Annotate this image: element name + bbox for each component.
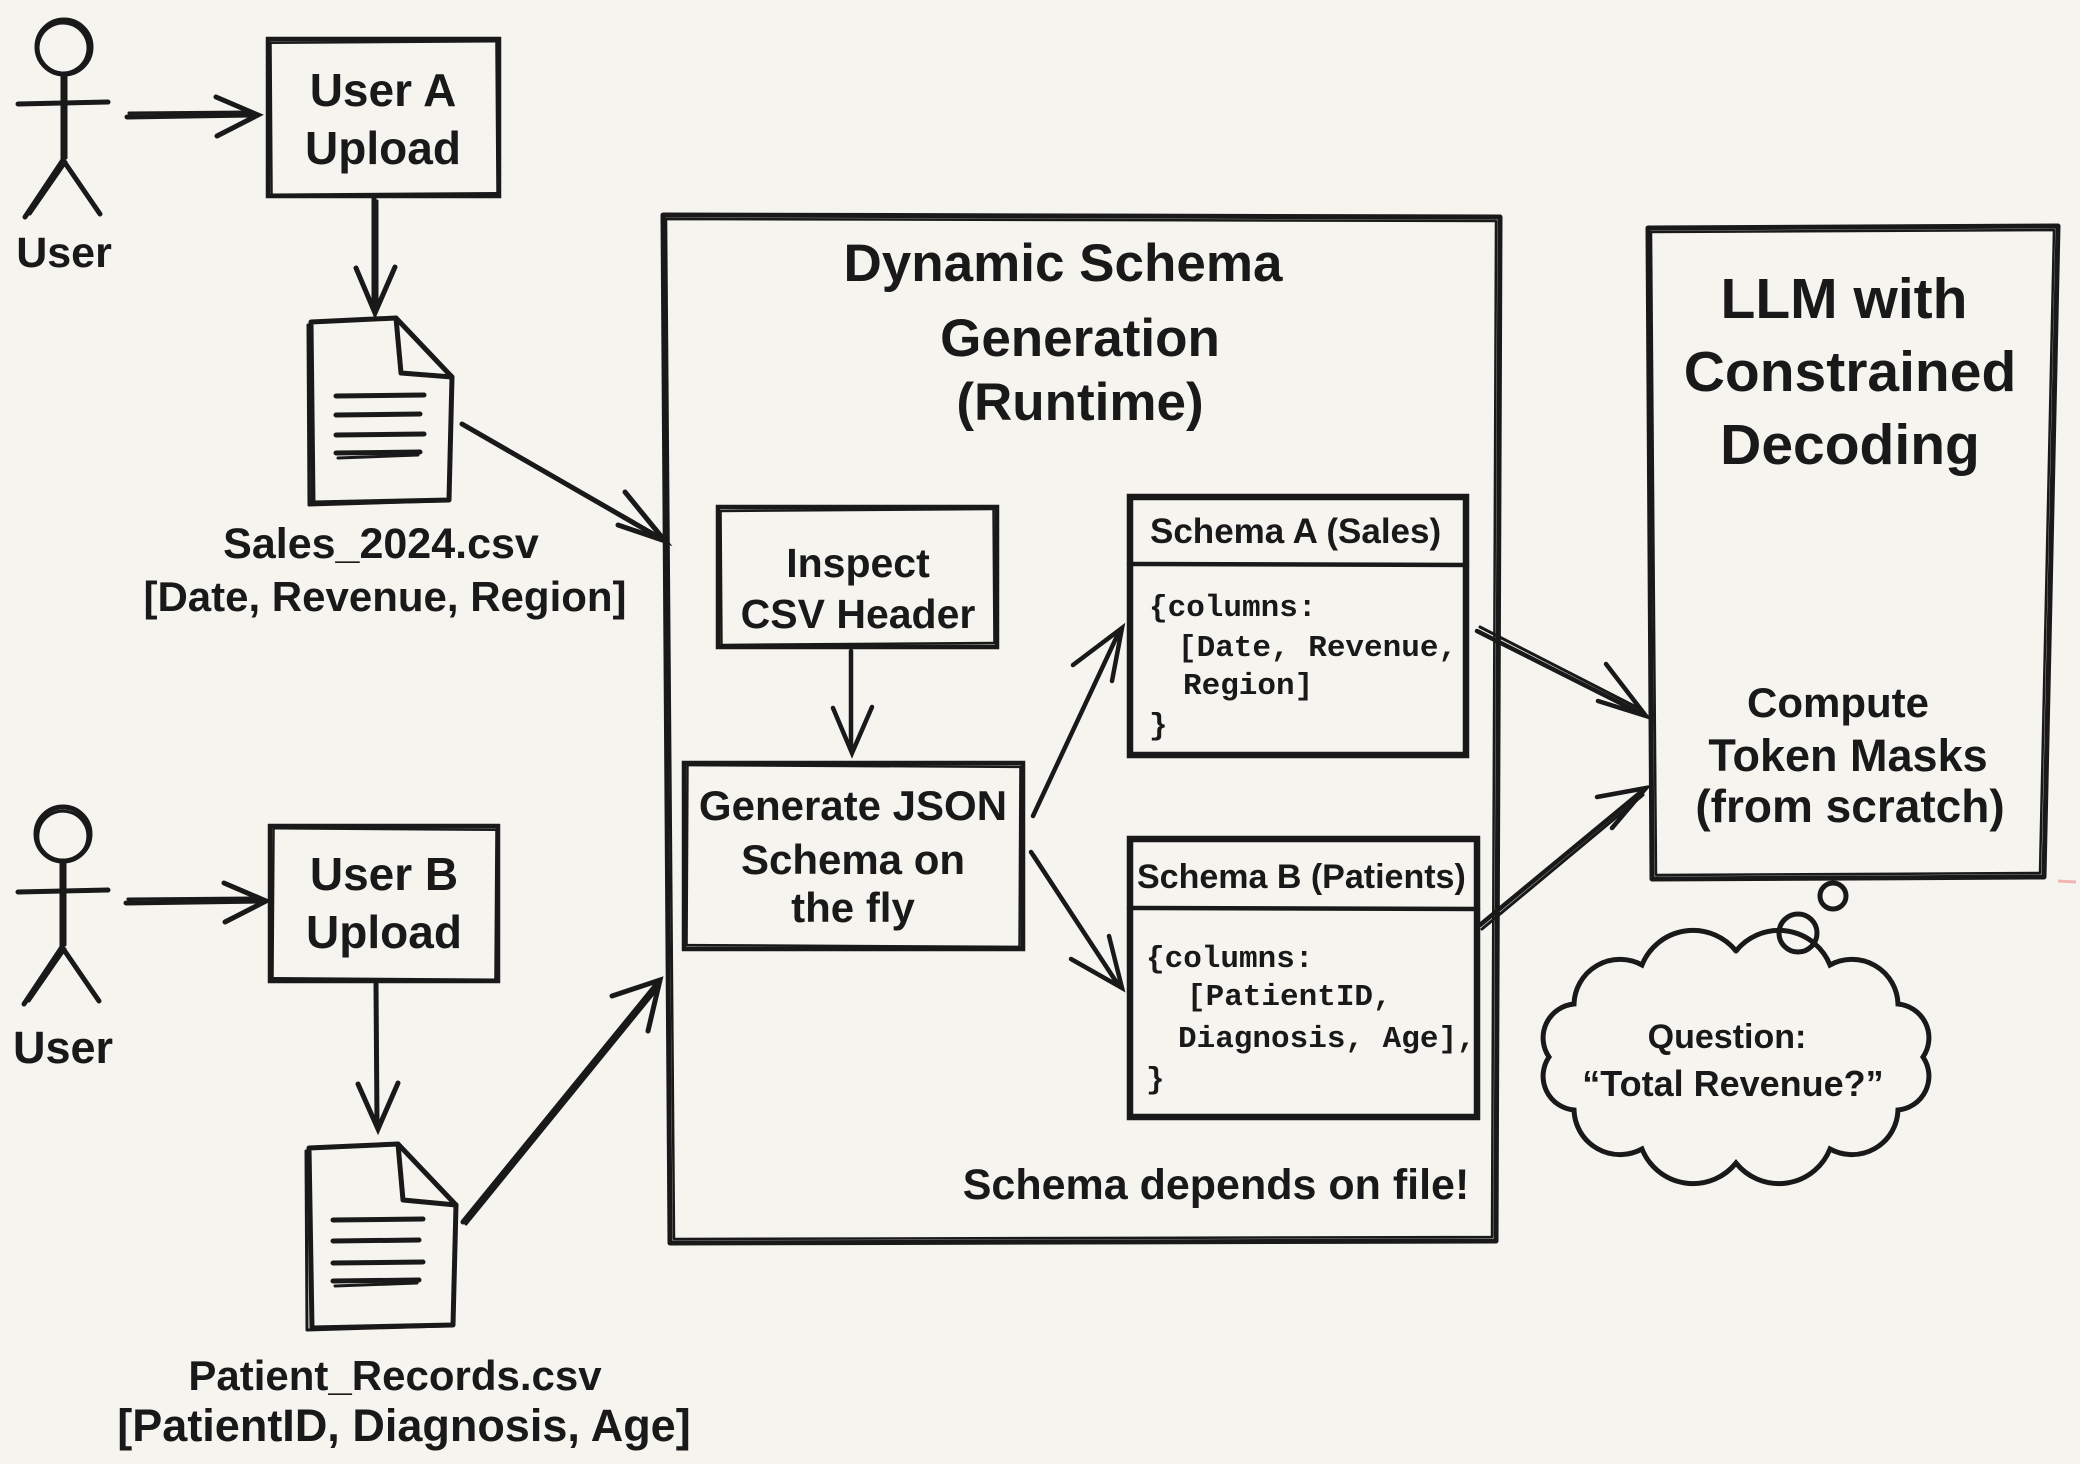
svg-text:(from scratch): (from scratch) bbox=[1695, 780, 2004, 832]
svg-text:(Runtime): (Runtime) bbox=[956, 373, 1203, 432]
svg-text:Region]: Region] bbox=[1183, 669, 1313, 704]
svg-text:“Total Revenue?”: “Total Revenue?” bbox=[1582, 1063, 1883, 1104]
svg-text:[PatientID, Diagnosis, Age]: [PatientID, Diagnosis, Age] bbox=[117, 1400, 690, 1451]
svg-text:[Date, Revenue,: [Date, Revenue, bbox=[1178, 631, 1457, 666]
svg-text:Patient_Records.csv: Patient_Records.csv bbox=[188, 1352, 602, 1399]
svg-text:Constrained: Constrained bbox=[1684, 340, 2017, 404]
svg-text:{columns:: {columns: bbox=[1149, 591, 1316, 626]
svg-text:Generation: Generation bbox=[940, 309, 1220, 368]
svg-text:}: } bbox=[1146, 1063, 1165, 1098]
svg-text:Schema A (Sales): Schema A (Sales) bbox=[1150, 512, 1441, 551]
svg-text:{columns:: {columns: bbox=[1146, 942, 1313, 977]
svg-text:Diagnosis, Age],: Diagnosis, Age], bbox=[1178, 1022, 1476, 1057]
svg-text:}: } bbox=[1149, 709, 1168, 744]
svg-text:LLM with: LLM with bbox=[1721, 267, 1968, 331]
svg-text:Compute: Compute bbox=[1747, 679, 1929, 726]
svg-text:User B: User B bbox=[310, 848, 458, 900]
svg-text:CSV Header: CSV Header bbox=[741, 591, 976, 637]
svg-text:the fly: the fly bbox=[791, 884, 915, 931]
svg-text:Token Masks: Token Masks bbox=[1708, 730, 1987, 781]
svg-text:Schema B (Patients): Schema B (Patients) bbox=[1137, 858, 1466, 896]
svg-text:Dynamic Schema: Dynamic Schema bbox=[844, 234, 1283, 293]
svg-text:Generate JSON: Generate JSON bbox=[699, 782, 1007, 829]
svg-text:[Date, Revenue, Region]: [Date, Revenue, Region] bbox=[143, 573, 626, 620]
svg-text:Schema on: Schema on bbox=[741, 836, 965, 883]
svg-text:User: User bbox=[16, 229, 112, 277]
svg-text:[PatientID,: [PatientID, bbox=[1187, 980, 1392, 1015]
svg-text:Sales_2024.csv: Sales_2024.csv bbox=[223, 520, 539, 568]
svg-text:Upload: Upload bbox=[305, 122, 461, 174]
svg-text:User: User bbox=[13, 1022, 113, 1073]
svg-text:Decoding: Decoding bbox=[1720, 413, 1980, 477]
svg-text:User A: User A bbox=[310, 64, 457, 116]
svg-text:Schema depends on file!: Schema depends on file! bbox=[963, 1161, 1470, 1209]
svg-text:Upload: Upload bbox=[306, 906, 462, 958]
svg-text:Inspect: Inspect bbox=[786, 540, 930, 586]
svg-text:Question:: Question: bbox=[1648, 1018, 1807, 1056]
